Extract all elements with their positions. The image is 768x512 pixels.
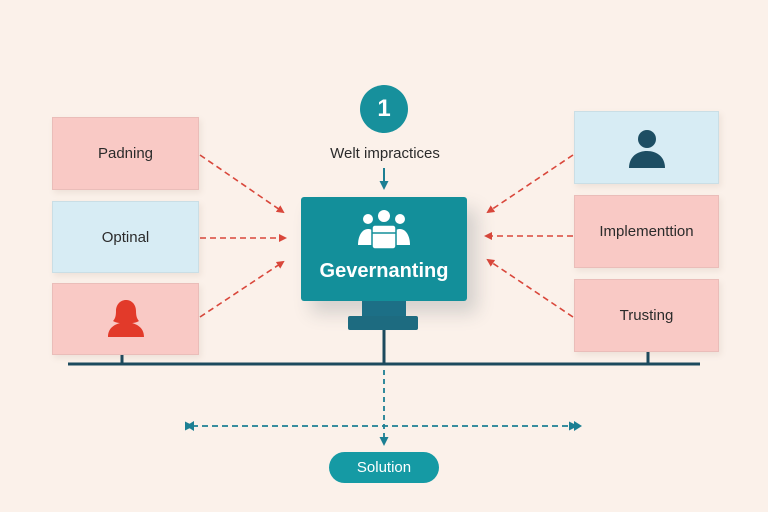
- right-box-trusting: Trusting: [574, 279, 719, 352]
- arrow-left-top: [199, 154, 285, 214]
- right-box-label: Implementtion: [599, 223, 694, 240]
- monitor-stand-base: [348, 316, 418, 330]
- right-box-person: [574, 111, 719, 184]
- right-box-implementtion: Implementtion: [574, 195, 719, 268]
- left-box-optinal: Optinal: [52, 201, 199, 273]
- left-box-person: [52, 283, 199, 355]
- person-icon: [628, 129, 665, 168]
- arrow-right-top: [486, 154, 574, 214]
- monitor-stand-neck: [362, 301, 406, 317]
- arrow-left-bottom: [199, 260, 285, 318]
- left-box-label: Optinal: [101, 228, 150, 246]
- center-title: Gevernanting: [319, 260, 449, 282]
- right-box-label: Trusting: [619, 307, 674, 324]
- group-people-icon: [358, 210, 410, 250]
- step-number-badge: 1: [360, 85, 408, 133]
- top-caption: Welt impractices: [330, 145, 440, 162]
- solution-label: Solution: [329, 452, 439, 483]
- left-box-label: Padning: [97, 145, 154, 162]
- arrow-right-bottom: [486, 258, 574, 318]
- governance-monitor: Gevernanting: [301, 197, 467, 301]
- person-icon: [107, 300, 144, 337]
- left-box-padning: Padning: [52, 117, 199, 190]
